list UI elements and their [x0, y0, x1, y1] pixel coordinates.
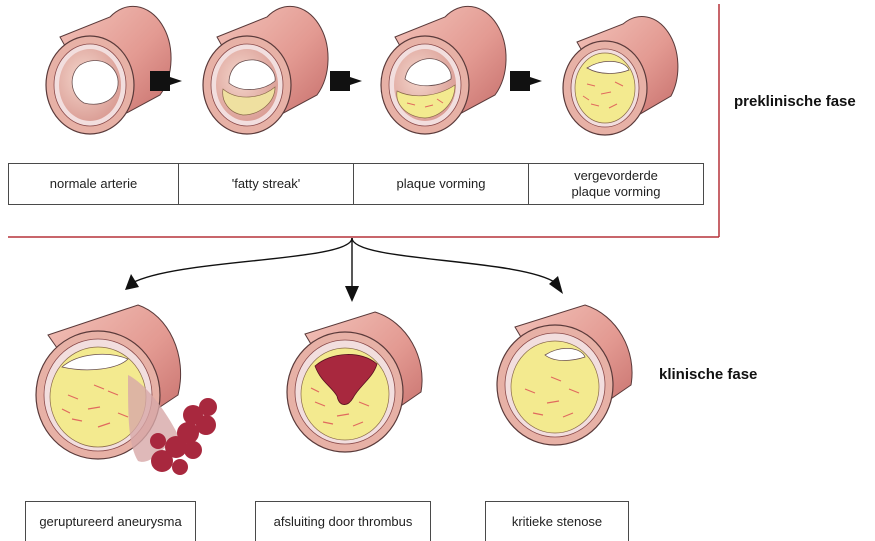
stage-label-plaque-formation: plaque vorming — [353, 163, 529, 205]
vessel-thrombus-occlusion — [287, 312, 422, 452]
branch-arrowhead — [125, 274, 139, 290]
branch-arrowhead — [549, 276, 563, 294]
outcome-label-critical-stenosis: kritieke stenose — [485, 501, 629, 541]
vessel-plaque-formation — [381, 6, 506, 134]
stage-label-fatty-streak: 'fatty streak' — [178, 163, 354, 205]
progression-arrow — [150, 71, 182, 91]
vessel-fatty-streak — [203, 6, 328, 134]
branch-arrowhead — [345, 286, 359, 302]
stage-label-advanced-plaque: vergevorderde plaque vorming — [528, 163, 704, 205]
progression-arrow — [510, 71, 542, 91]
vessel-normal-artery — [46, 6, 171, 134]
outcome-label-ruptured-aneurysm: geruptureerd aneurysma — [25, 501, 196, 541]
phase-label-preclinical: preklinische fase — [734, 93, 856, 110]
phase-label-clinical: klinische fase — [659, 366, 757, 383]
vessel-ruptured-aneurysm — [36, 305, 217, 475]
branch-arrows — [132, 238, 556, 290]
outcome-label-thrombus-occlusion: afsluiting door thrombus — [255, 501, 431, 541]
vessel-advanced-plaque — [563, 17, 678, 135]
vessel-critical-stenosis — [497, 305, 632, 445]
stage-label-normal-artery: normale arterie — [8, 163, 179, 205]
progression-arrow — [330, 71, 362, 91]
